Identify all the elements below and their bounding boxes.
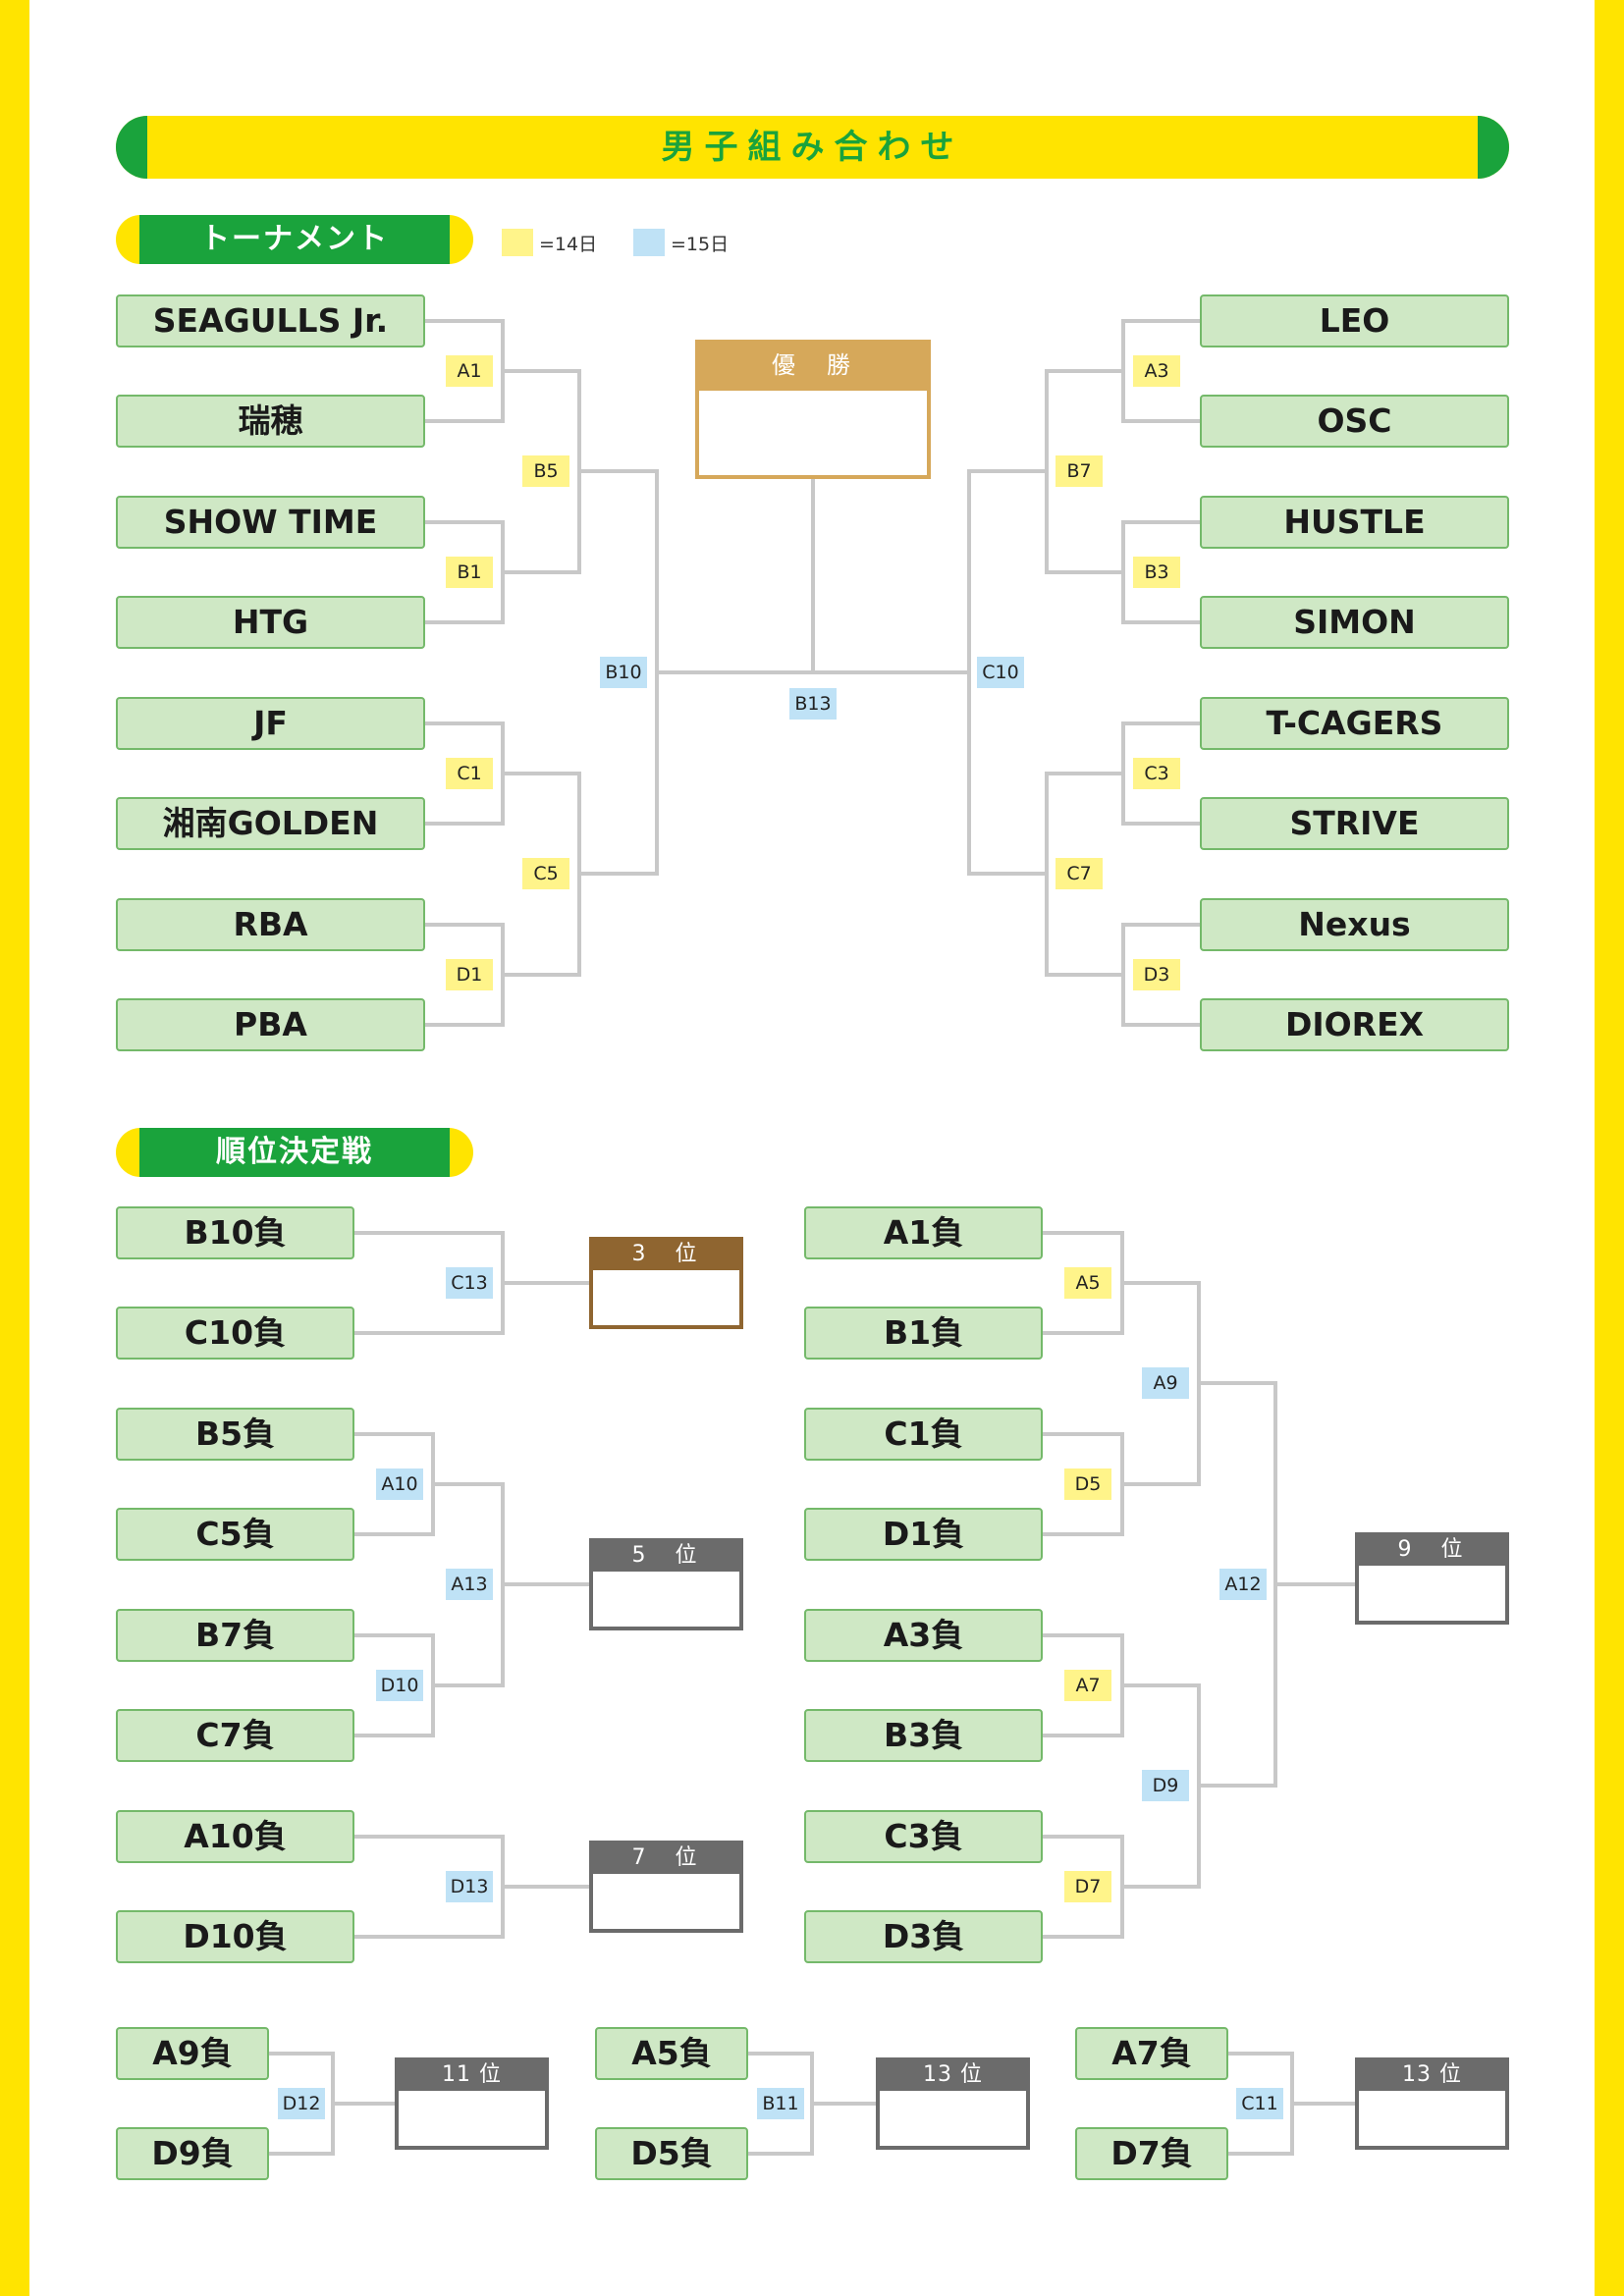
champion-box: 優 勝 (695, 340, 931, 479)
legend-text: =15日 (671, 233, 730, 255)
page-title: 男子組み合わせ (661, 128, 964, 167)
game-label: A12 (1219, 1569, 1267, 1600)
placement-slot: B10負 (116, 1206, 354, 1259)
placement-slot: C7負 (116, 1709, 354, 1762)
legend-text: =14日 (539, 233, 598, 255)
placement-slot: D3負 (804, 1910, 1043, 1963)
team-slot: PBA (116, 998, 425, 1051)
game-label: D7 (1064, 1871, 1111, 1902)
placement-slot: C3負 (804, 1810, 1043, 1863)
game-label: B1 (446, 557, 493, 588)
placement-slot: A1負 (804, 1206, 1043, 1259)
game-label: C3 (1133, 758, 1180, 789)
result-box-5th: 5 位 (589, 1538, 743, 1630)
game-label: D13 (446, 1871, 493, 1902)
team-slot: HUSTLE (1200, 496, 1509, 549)
result-header: 9 位 (1359, 1536, 1505, 1566)
game-label: C5 (522, 858, 569, 889)
result-header: 3 位 (593, 1241, 739, 1270)
team-slot: HTG (116, 596, 425, 649)
game-label: D9 (1142, 1770, 1189, 1801)
team-slot: SEAGULLS Jr. (116, 294, 425, 347)
placement-slot: A3負 (804, 1609, 1043, 1662)
team-slot: STRIVE (1200, 797, 1509, 850)
placement-slot: D7負 (1075, 2127, 1228, 2180)
placement-slot: A5負 (595, 2027, 748, 2080)
placement-slot: D10負 (116, 1910, 354, 1963)
game-label: C10 (977, 657, 1024, 688)
game-label: D12 (278, 2088, 325, 2119)
placement-slot: C5負 (116, 1508, 354, 1561)
team-slot: 瑞穂 (116, 395, 425, 448)
game-label: B3 (1133, 557, 1180, 588)
game-label: B13 (789, 688, 837, 720)
result-box-13th: 13 位 (876, 2057, 1030, 2150)
legend-day15: =15日 (633, 229, 729, 256)
game-label: B10 (600, 657, 647, 688)
team-slot: SHOW TIME (116, 496, 425, 549)
left-border (0, 0, 29, 2296)
team-slot: DIOREX (1200, 998, 1509, 1051)
section-title: トーナメント (139, 215, 450, 264)
placement-slot: D9負 (116, 2127, 269, 2180)
game-label: D5 (1064, 1468, 1111, 1500)
page-title-banner: 男子組み合わせ (116, 116, 1509, 179)
result-header: 7 位 (593, 1844, 739, 1874)
game-label: C13 (446, 1267, 493, 1299)
result-header: 5 位 (593, 1542, 739, 1572)
game-label: D3 (1133, 959, 1180, 990)
game-label: A3 (1133, 355, 1180, 387)
placement-slot: D5負 (595, 2127, 748, 2180)
placement-slot: B5負 (116, 1408, 354, 1461)
result-box-13th: 13 位 (1355, 2057, 1509, 2150)
placement-slot: B1負 (804, 1307, 1043, 1360)
game-label: C1 (446, 758, 493, 789)
right-border (1595, 0, 1624, 2296)
legend-swatch-blue (633, 229, 665, 256)
team-slot: SIMON (1200, 596, 1509, 649)
team-slot: LEO (1200, 294, 1509, 347)
placement-slot: A10負 (116, 1810, 354, 1863)
game-label: A7 (1064, 1670, 1111, 1701)
section-placement: 順位決定戦 (116, 1128, 473, 1177)
placement-slot: B3負 (804, 1709, 1043, 1762)
placement-slot: A9負 (116, 2027, 269, 2080)
legend-swatch-yellow (502, 229, 533, 256)
result-box-9th: 9 位 (1355, 1532, 1509, 1625)
result-header: 13 位 (880, 2061, 1026, 2091)
team-slot: JF (116, 697, 425, 750)
placement-slot: C10負 (116, 1307, 354, 1360)
game-label: A5 (1064, 1267, 1111, 1299)
placement-slot: D1負 (804, 1508, 1043, 1561)
game-label: D1 (446, 959, 493, 990)
game-label: D10 (376, 1670, 423, 1701)
game-label: A1 (446, 355, 493, 387)
team-slot: T-CAGERS (1200, 697, 1509, 750)
team-slot: OSC (1200, 395, 1509, 448)
legend-day14: =14日 (502, 229, 597, 256)
placement-slot: B7負 (116, 1609, 354, 1662)
champion-header: 優 勝 (699, 344, 927, 391)
game-label: B11 (757, 2088, 804, 2119)
game-label: A13 (446, 1569, 493, 1600)
game-label: B7 (1056, 455, 1103, 487)
result-box-3rd: 3 位 (589, 1237, 743, 1329)
game-label: C7 (1056, 858, 1103, 889)
result-box-11th: 11 位 (395, 2057, 549, 2150)
team-slot: 湘南GOLDEN (116, 797, 425, 850)
game-label: B5 (522, 455, 569, 487)
placement-slot: A7負 (1075, 2027, 1228, 2080)
team-slot: Nexus (1200, 898, 1509, 951)
team-slot: RBA (116, 898, 425, 951)
section-title: 順位決定戦 (139, 1128, 450, 1177)
result-box-7th: 7 位 (589, 1841, 743, 1933)
section-tournament: トーナメント (116, 215, 473, 264)
result-header: 13 位 (1359, 2061, 1505, 2091)
game-label: A10 (376, 1468, 423, 1500)
game-label: A9 (1142, 1367, 1189, 1399)
game-label: C11 (1236, 2088, 1283, 2119)
placement-slot: C1負 (804, 1408, 1043, 1461)
result-header: 11 位 (399, 2061, 545, 2091)
